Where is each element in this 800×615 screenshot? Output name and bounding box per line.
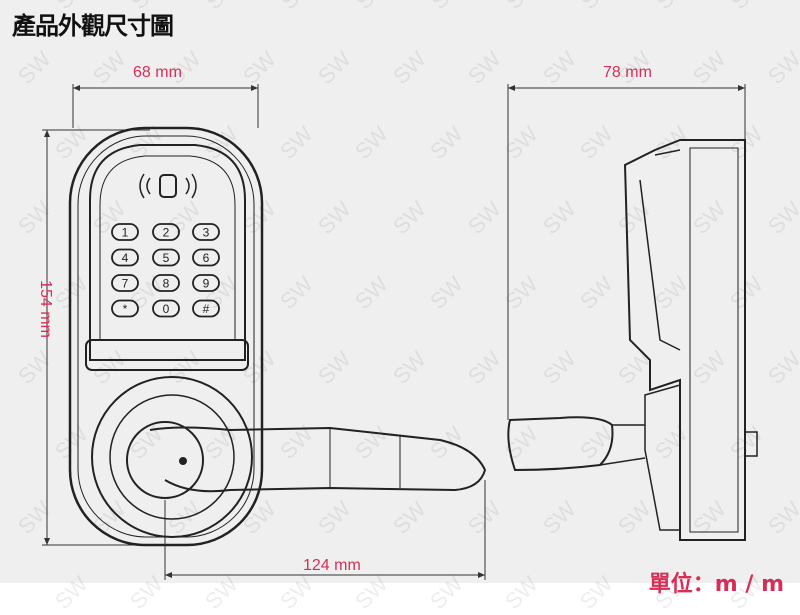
handle-length-label: 124 mm (303, 557, 361, 574)
svg-text:2: 2 (163, 226, 170, 240)
keypad-key: 1 (111, 223, 139, 241)
lock-drawing: 1 2 3 4 5 6 7 8 9 * 0 # (42, 84, 758, 580)
svg-text:5: 5 (163, 251, 170, 265)
keypad-key: 4 (111, 248, 139, 267)
front-width-label: 68 mm (133, 64, 182, 81)
side-depth-label: 78 mm (603, 64, 652, 81)
height-label: 154 mm (37, 280, 54, 338)
svg-text:*: * (123, 302, 128, 316)
svg-text:0: 0 (163, 302, 170, 316)
keypad-key: 3 (192, 223, 220, 241)
dimension-lines (42, 84, 746, 580)
keypad-key: * (111, 299, 139, 318)
svg-text:1: 1 (122, 226, 129, 240)
front-view (68, 126, 487, 547)
svg-text:4: 4 (122, 251, 129, 265)
svg-text:#: # (203, 302, 210, 316)
keypad-key: # (192, 299, 220, 318)
svg-text:3: 3 (203, 226, 210, 240)
keypad-key: 2 (152, 223, 180, 241)
svg-text:6: 6 (203, 251, 210, 265)
unit-label: 單位：m / m (648, 572, 784, 597)
svg-text:7: 7 (122, 277, 129, 291)
keypad-key: 9 (192, 274, 220, 292)
keypad-key: 0 (152, 299, 180, 318)
keypad-key: 5 (152, 248, 180, 267)
keypad-key: 8 (152, 274, 180, 292)
keypad: 1 2 3 4 5 6 7 8 9 * 0 # (111, 223, 220, 318)
keypad-key: 7 (111, 274, 139, 292)
svg-text:9: 9 (203, 277, 210, 291)
keypad-key: 6 (192, 248, 220, 267)
side-view (507, 139, 758, 541)
page-title: 產品外觀尺寸圖 (12, 12, 174, 40)
svg-text:8: 8 (163, 277, 170, 291)
